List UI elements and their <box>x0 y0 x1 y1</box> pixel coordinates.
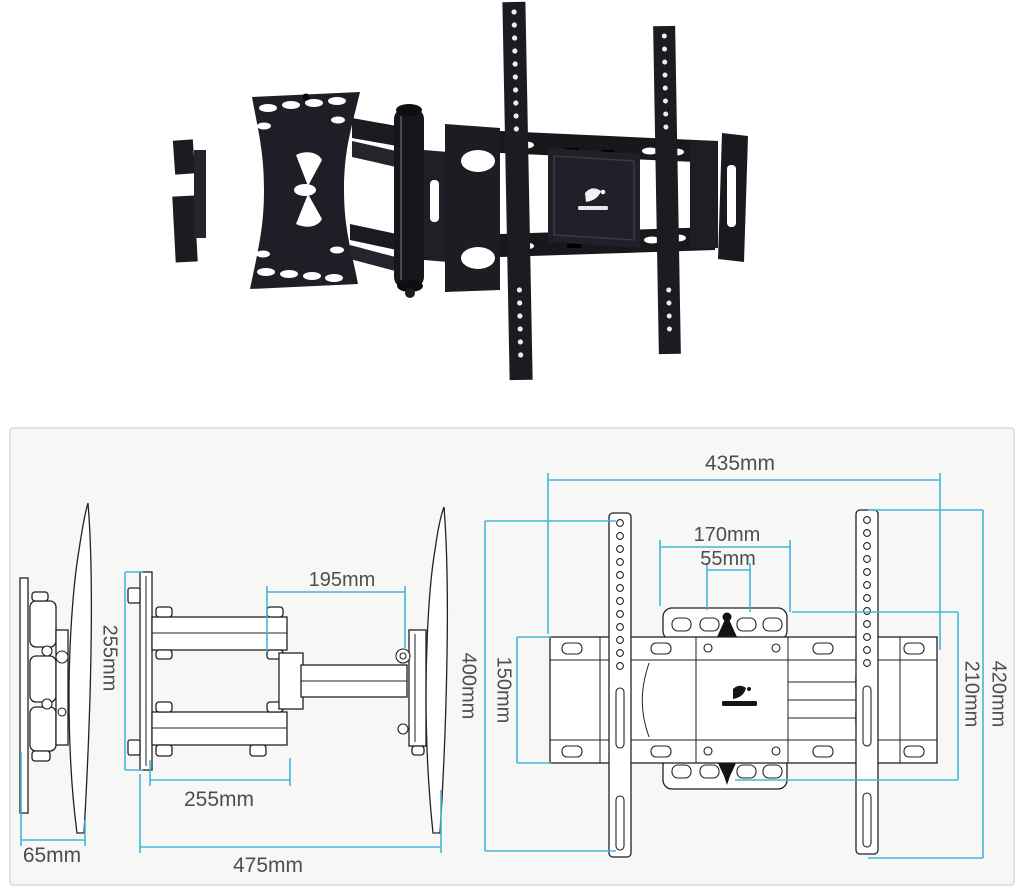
dim-folded-arm-width: 255mm <box>184 788 254 811</box>
dim-wall-plate-width: 170mm <box>694 524 761 546</box>
dim-full-extension: 475mm <box>233 854 303 877</box>
front-wall-plate-top <box>662 607 788 641</box>
front-main-assembly <box>549 636 938 764</box>
brand-logo-mark-icon <box>722 685 757 706</box>
dim-hole-spacing: 55mm <box>700 548 756 570</box>
view-side-extended <box>127 506 449 834</box>
dim-vesa-vertical: 400mm <box>458 653 480 720</box>
product-photo-tv-mount <box>172 1 748 381</box>
dimension-lines <box>20 473 984 859</box>
photo-arm-fragment <box>172 139 206 263</box>
brand-logo-icon <box>578 188 608 210</box>
dim-upper-arm-reach: 195mm <box>309 569 376 591</box>
photo-right-rail <box>653 25 681 355</box>
dim-bracket-height: 150mm <box>493 657 515 724</box>
front-left-rail <box>608 512 632 858</box>
view-front <box>549 509 938 858</box>
photo-center-plate <box>548 148 640 248</box>
dim-folded-depth: 65mm <box>23 844 81 867</box>
view-side-folded <box>19 502 93 834</box>
dim-plate-height: 255mm <box>99 625 121 692</box>
photo-left-rail <box>502 1 533 381</box>
dim-rail-length: 420mm <box>988 661 1010 728</box>
dim-plate-span: 210mm <box>961 661 983 728</box>
dimension-labels: 435mm 170mm 55mm 400mm 150mm 210mm 420mm… <box>23 452 1010 877</box>
dim-overall-width: 435mm <box>705 452 775 475</box>
photo-hinge-column <box>394 104 448 298</box>
front-right-rail <box>855 509 879 855</box>
photo-wall-plate <box>250 92 360 289</box>
dimension-diagram: 435mm 170mm 55mm 400mm 150mm 210mm 420mm… <box>9 427 1015 886</box>
front-wall-plate-bottom <box>662 756 788 790</box>
